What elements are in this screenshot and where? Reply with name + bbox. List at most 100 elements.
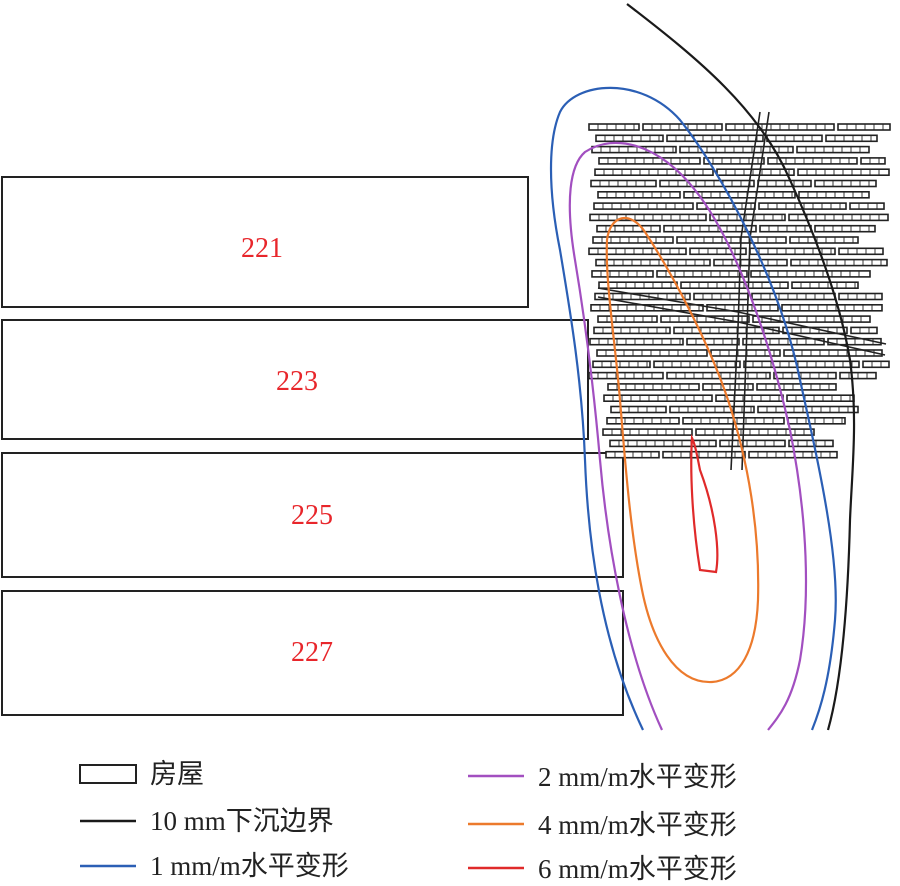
house-outline [595, 134, 664, 143]
house-outline [709, 213, 786, 222]
house-outline [825, 134, 878, 143]
contours [549, 3, 856, 731]
house-outline [756, 383, 837, 391]
house-outline [789, 236, 859, 244]
house-outline [798, 191, 870, 199]
house-outline [838, 247, 884, 256]
house-outline [743, 360, 860, 369]
house-outline [703, 157, 765, 165]
legend-house-label: 房屋 [150, 759, 204, 789]
house-outline [716, 168, 795, 176]
house-outline [680, 281, 789, 290]
house-outline [750, 270, 871, 278]
house-outline [592, 236, 674, 244]
house-outline [597, 191, 681, 199]
house-outline [595, 258, 711, 267]
panel-225 [1, 452, 624, 578]
house-outline [814, 179, 877, 188]
road-east-west [597, 287, 887, 345]
house-outline [592, 360, 651, 369]
house-outline [593, 326, 671, 335]
house-outline [593, 202, 694, 210]
house-outline [862, 360, 890, 369]
house-outline [751, 292, 836, 301]
house-outline [666, 134, 764, 143]
house-outline [689, 247, 747, 256]
legend: 房屋 10 mm下沉边界 1 mm/m水平变形 2 mm/m水平变形 4 mm/… [79, 759, 737, 884]
house-outline [695, 428, 815, 436]
house-outline [596, 349, 708, 357]
subsidence-boundary-10mm [626, 3, 856, 731]
panel-223 [1, 319, 589, 440]
house-outline [782, 326, 848, 335]
house-outline [598, 281, 678, 290]
deformation-contour-6mm [690, 433, 719, 574]
house-outline [773, 371, 837, 380]
house-outline [597, 315, 658, 323]
house-outline [713, 258, 788, 267]
legend-deform-6-label: 6 mm/m水平变形 [538, 854, 737, 884]
house-outline [610, 405, 667, 414]
house-outline [683, 191, 796, 199]
house-outline [837, 123, 891, 131]
house-outline [659, 179, 755, 188]
house-outline [662, 450, 746, 459]
house-outline [591, 145, 677, 154]
house-outline [653, 360, 741, 369]
house-outline [797, 168, 890, 176]
house-outline [602, 428, 693, 436]
house-outline [850, 326, 878, 335]
panel-label-225: 225 [291, 500, 333, 531]
panel-label-227: 227 [291, 637, 333, 668]
house-outline [686, 337, 740, 346]
legend-house-swatch [79, 764, 137, 784]
house-outline [767, 157, 858, 165]
house-outline [591, 270, 654, 278]
house-outline [594, 168, 714, 176]
house-outline [706, 303, 779, 312]
house-outline [598, 157, 701, 165]
house-outline [594, 292, 691, 301]
house-outline [788, 439, 834, 448]
house-outline [790, 258, 888, 267]
legend-deform-2-label: 2 mm/m水平变形 [538, 762, 737, 792]
house-outline [814, 224, 876, 233]
house-outline [786, 394, 855, 403]
legend-deform-4-label: 4 mm/m水平变形 [538, 810, 737, 840]
mining-panels: 221 223 225 227 [1, 176, 624, 716]
house-outline [609, 439, 717, 448]
house-outline [589, 337, 684, 346]
house-outline [766, 134, 823, 143]
road-north-south-edge [741, 111, 770, 471]
house-outline [607, 383, 700, 391]
legend-deform-1-label: 1 mm/m水平变形 [150, 851, 349, 881]
house-outline [719, 439, 786, 448]
house-outline [679, 145, 794, 154]
panel-221 [1, 176, 529, 308]
panel-label-221: 221 [241, 233, 283, 264]
house-outline [669, 405, 755, 414]
panel-227 [1, 590, 624, 716]
house-outline [860, 157, 886, 165]
house-outline [752, 315, 871, 323]
deformation-contour-2mm [568, 141, 808, 731]
house-outline [781, 303, 883, 312]
house-outline [596, 224, 661, 233]
house-outline [590, 303, 704, 312]
house-outline [605, 450, 660, 459]
house-outline [588, 371, 664, 380]
house-outline [849, 202, 885, 210]
house-outline [588, 123, 640, 131]
house-outline [702, 383, 754, 391]
road-north-south [730, 111, 761, 471]
house-outline [748, 450, 838, 459]
legend-subsidence-label: 10 mm下沉边界 [150, 806, 334, 836]
house-outline [783, 349, 883, 357]
house-outline [590, 179, 657, 188]
house-outline [759, 224, 812, 233]
house-outline [663, 224, 757, 233]
deformation-contour-1mm [549, 86, 837, 731]
house-outline [676, 236, 787, 244]
house-outline [589, 213, 707, 222]
